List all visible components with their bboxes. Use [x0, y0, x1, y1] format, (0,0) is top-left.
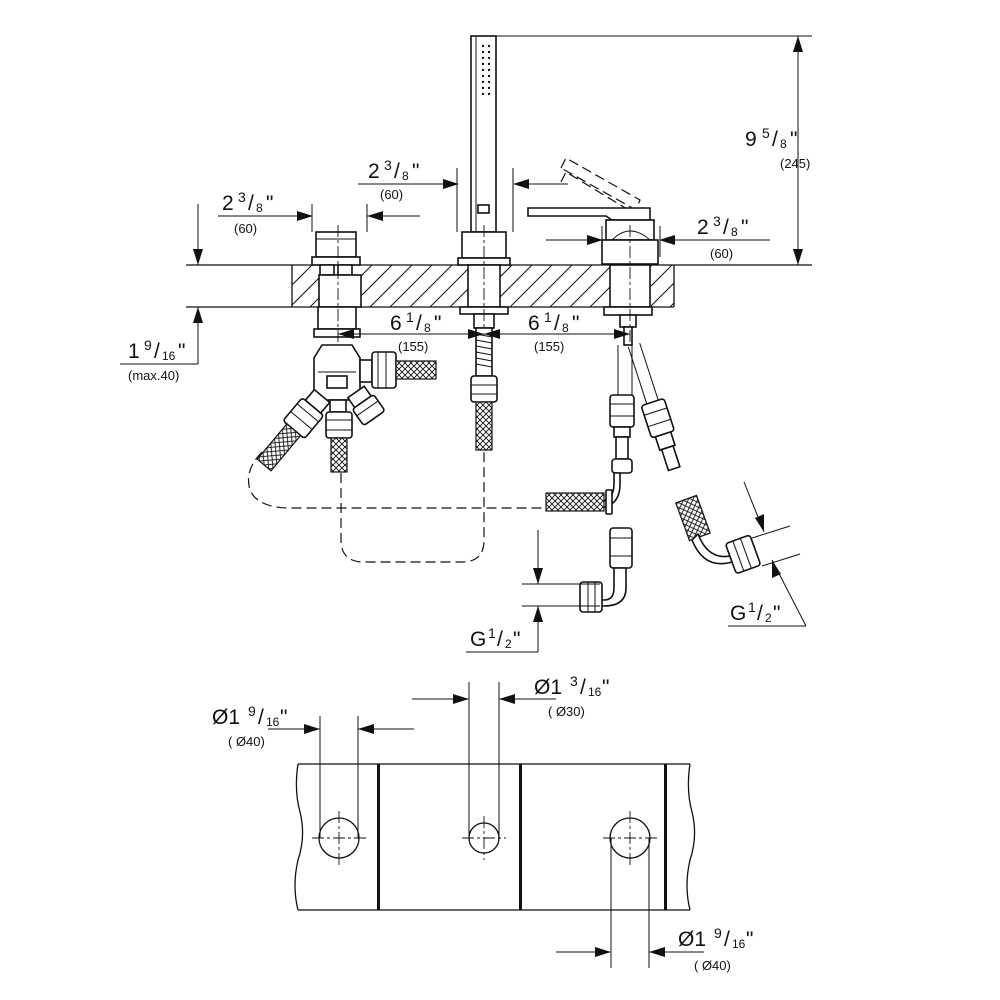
svg-text:16: 16	[588, 685, 602, 699]
svg-text:5: 5	[762, 125, 770, 141]
dimension-lines	[120, 35, 812, 653]
svg-text:8: 8	[256, 201, 263, 215]
center-lines	[337, 225, 631, 345]
svg-text:": "	[746, 928, 753, 951]
svg-text:( Ø40): ( Ø40)	[228, 734, 265, 749]
svg-text:/: /	[394, 160, 400, 183]
svg-text:": "	[773, 602, 780, 625]
dim-thread-left: G 1 / 2 "	[470, 625, 520, 651]
dim-spout-width: 2 3 / 8 " (60)	[368, 157, 419, 202]
svg-text:(60): (60)	[234, 221, 257, 236]
svg-text:9: 9	[144, 337, 152, 353]
svg-text:/: /	[554, 312, 560, 335]
svg-text:1: 1	[128, 340, 140, 363]
hole-right	[603, 811, 657, 865]
svg-text:G: G	[470, 628, 486, 651]
svg-text:3: 3	[238, 189, 246, 205]
hose-routing	[247, 450, 545, 563]
dim-deck-thickness: 1 9 / 16 " (max.40)	[128, 337, 185, 383]
svg-text:/: /	[154, 340, 160, 363]
svg-text:": "	[280, 706, 287, 729]
svg-text:/: /	[757, 602, 763, 625]
svg-text:16: 16	[266, 715, 280, 729]
left-handle-valve	[256, 231, 437, 473]
svg-text:6: 6	[390, 312, 402, 335]
svg-text:3: 3	[384, 157, 392, 173]
svg-text:/: /	[416, 312, 422, 335]
svg-text:6: 6	[528, 312, 540, 335]
svg-text:(155): (155)	[398, 339, 428, 354]
dim-spacing-right: 6 1 / 8 " (155)	[528, 309, 579, 354]
svg-text:2: 2	[765, 611, 772, 625]
svg-text:(60): (60)	[380, 187, 403, 202]
right-mixer-valve	[527, 157, 761, 613]
svg-text:(max.40): (max.40)	[128, 368, 179, 383]
dim-spacing-left: 6 1 / 8 " (155)	[390, 309, 441, 354]
svg-text:Ø1: Ø1	[534, 676, 562, 699]
svg-text:8: 8	[780, 137, 787, 151]
svg-text:": "	[434, 312, 441, 335]
svg-text:1: 1	[544, 309, 552, 325]
svg-text:9: 9	[745, 128, 757, 151]
dim-thread-right: G 1 / 2 "	[730, 599, 780, 625]
dim-hole-right: Ø1 9 / 16 " ( Ø40)	[678, 925, 753, 973]
svg-text:Ø1: Ø1	[678, 928, 706, 951]
svg-text:16: 16	[732, 937, 746, 951]
svg-text:/: /	[724, 928, 730, 951]
svg-text:": "	[572, 312, 579, 335]
svg-text:/: /	[248, 192, 254, 215]
svg-text:": "	[513, 628, 520, 651]
svg-text:16: 16	[162, 349, 176, 363]
svg-text:3: 3	[570, 673, 578, 689]
svg-text:": "	[178, 340, 185, 363]
svg-text:": "	[412, 160, 419, 183]
dim-hole-center: Ø1 3 / 16 " ( Ø30)	[534, 673, 609, 719]
svg-text:(155): (155)	[534, 339, 564, 354]
dim-spout-height: 9 5 / 8 " (245)	[745, 125, 810, 171]
dim-hole-left: Ø1 9 / 16 " ( Ø40)	[212, 703, 287, 749]
dim-left-handle-width: 2 3 / 8 " (60)	[222, 189, 273, 236]
svg-text:": "	[790, 128, 797, 151]
svg-text:8: 8	[402, 169, 409, 183]
svg-text:/: /	[258, 706, 264, 729]
svg-text:8: 8	[562, 321, 569, 335]
svg-text:2: 2	[697, 216, 709, 239]
svg-text:9: 9	[714, 925, 722, 941]
svg-text:1: 1	[406, 309, 414, 325]
svg-text:2: 2	[368, 160, 380, 183]
svg-text:( Ø30): ( Ø30)	[548, 704, 585, 719]
svg-text:": "	[741, 216, 748, 239]
svg-text:1: 1	[488, 625, 496, 641]
svg-text:/: /	[497, 628, 503, 651]
svg-text:(245): (245)	[780, 156, 810, 171]
svg-text:( Ø40): ( Ø40)	[694, 958, 731, 973]
svg-text:2: 2	[505, 637, 512, 651]
svg-text:9: 9	[248, 703, 256, 719]
dim-right-handle-width: 2 3 / 8 " (60)	[697, 213, 748, 261]
svg-text:G: G	[730, 602, 746, 625]
svg-text:8: 8	[731, 225, 738, 239]
svg-text:/: /	[723, 216, 729, 239]
spray-holes	[481, 44, 491, 96]
svg-text:Ø1: Ø1	[212, 706, 240, 729]
svg-text:2: 2	[222, 192, 234, 215]
svg-text:/: /	[772, 128, 778, 151]
hole-left	[312, 811, 366, 865]
svg-text:": "	[266, 192, 273, 215]
svg-text:": "	[602, 676, 609, 699]
svg-text:(60): (60)	[710, 246, 733, 261]
svg-text:8: 8	[424, 321, 431, 335]
drilling-template	[268, 682, 704, 968]
svg-text:1: 1	[748, 599, 756, 615]
svg-text:3: 3	[713, 213, 721, 229]
svg-text:/: /	[580, 676, 586, 699]
